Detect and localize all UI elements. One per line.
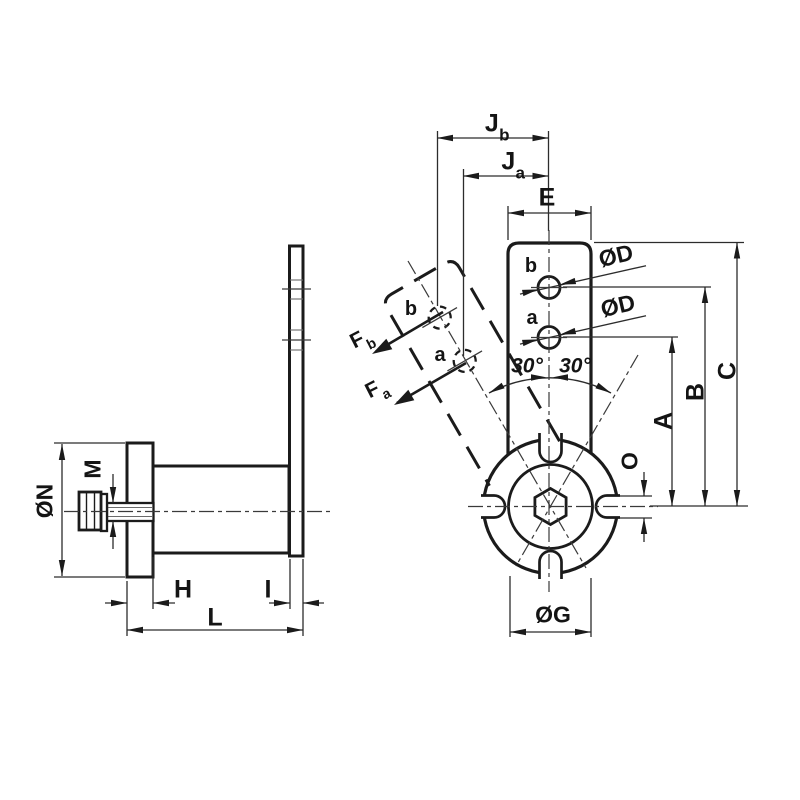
label-jb: Jb bbox=[484, 109, 510, 145]
force-arrows bbox=[375, 310, 467, 405]
label-ja: Ja bbox=[501, 147, 526, 183]
label-dim-o: O bbox=[616, 452, 643, 470]
label-l: L bbox=[207, 603, 223, 632]
front-view-centerlines bbox=[407, 230, 658, 592]
label-dim-a: A bbox=[649, 411, 678, 431]
hole-centermarks bbox=[531, 286, 567, 339]
label-i: I bbox=[264, 575, 272, 604]
label-phi-n: ØN bbox=[31, 483, 58, 519]
plate-edge bbox=[288, 244, 305, 558]
cylinder-body bbox=[151, 464, 291, 555]
label-angle-right: 30° bbox=[559, 354, 591, 378]
label-dashed-hole-b: b bbox=[404, 298, 418, 320]
label-dashed-hole-a: a bbox=[434, 344, 446, 366]
label-hole-a: a bbox=[526, 307, 538, 329]
label-phi-g: ØG bbox=[535, 601, 571, 628]
label-dim-b: B bbox=[681, 382, 710, 402]
label-m: M bbox=[79, 459, 106, 479]
label-e: E bbox=[538, 183, 556, 212]
label-h: H bbox=[173, 575, 193, 604]
label-hole-b: b bbox=[524, 255, 538, 277]
front-view bbox=[475, 241, 625, 582]
label-dim-c: C bbox=[713, 361, 742, 381]
label-angle-left: 30° bbox=[511, 354, 543, 378]
dimension-arrowheads bbox=[58, 134, 741, 636]
hex-bore bbox=[533, 486, 568, 527]
side-view bbox=[64, 244, 334, 579]
